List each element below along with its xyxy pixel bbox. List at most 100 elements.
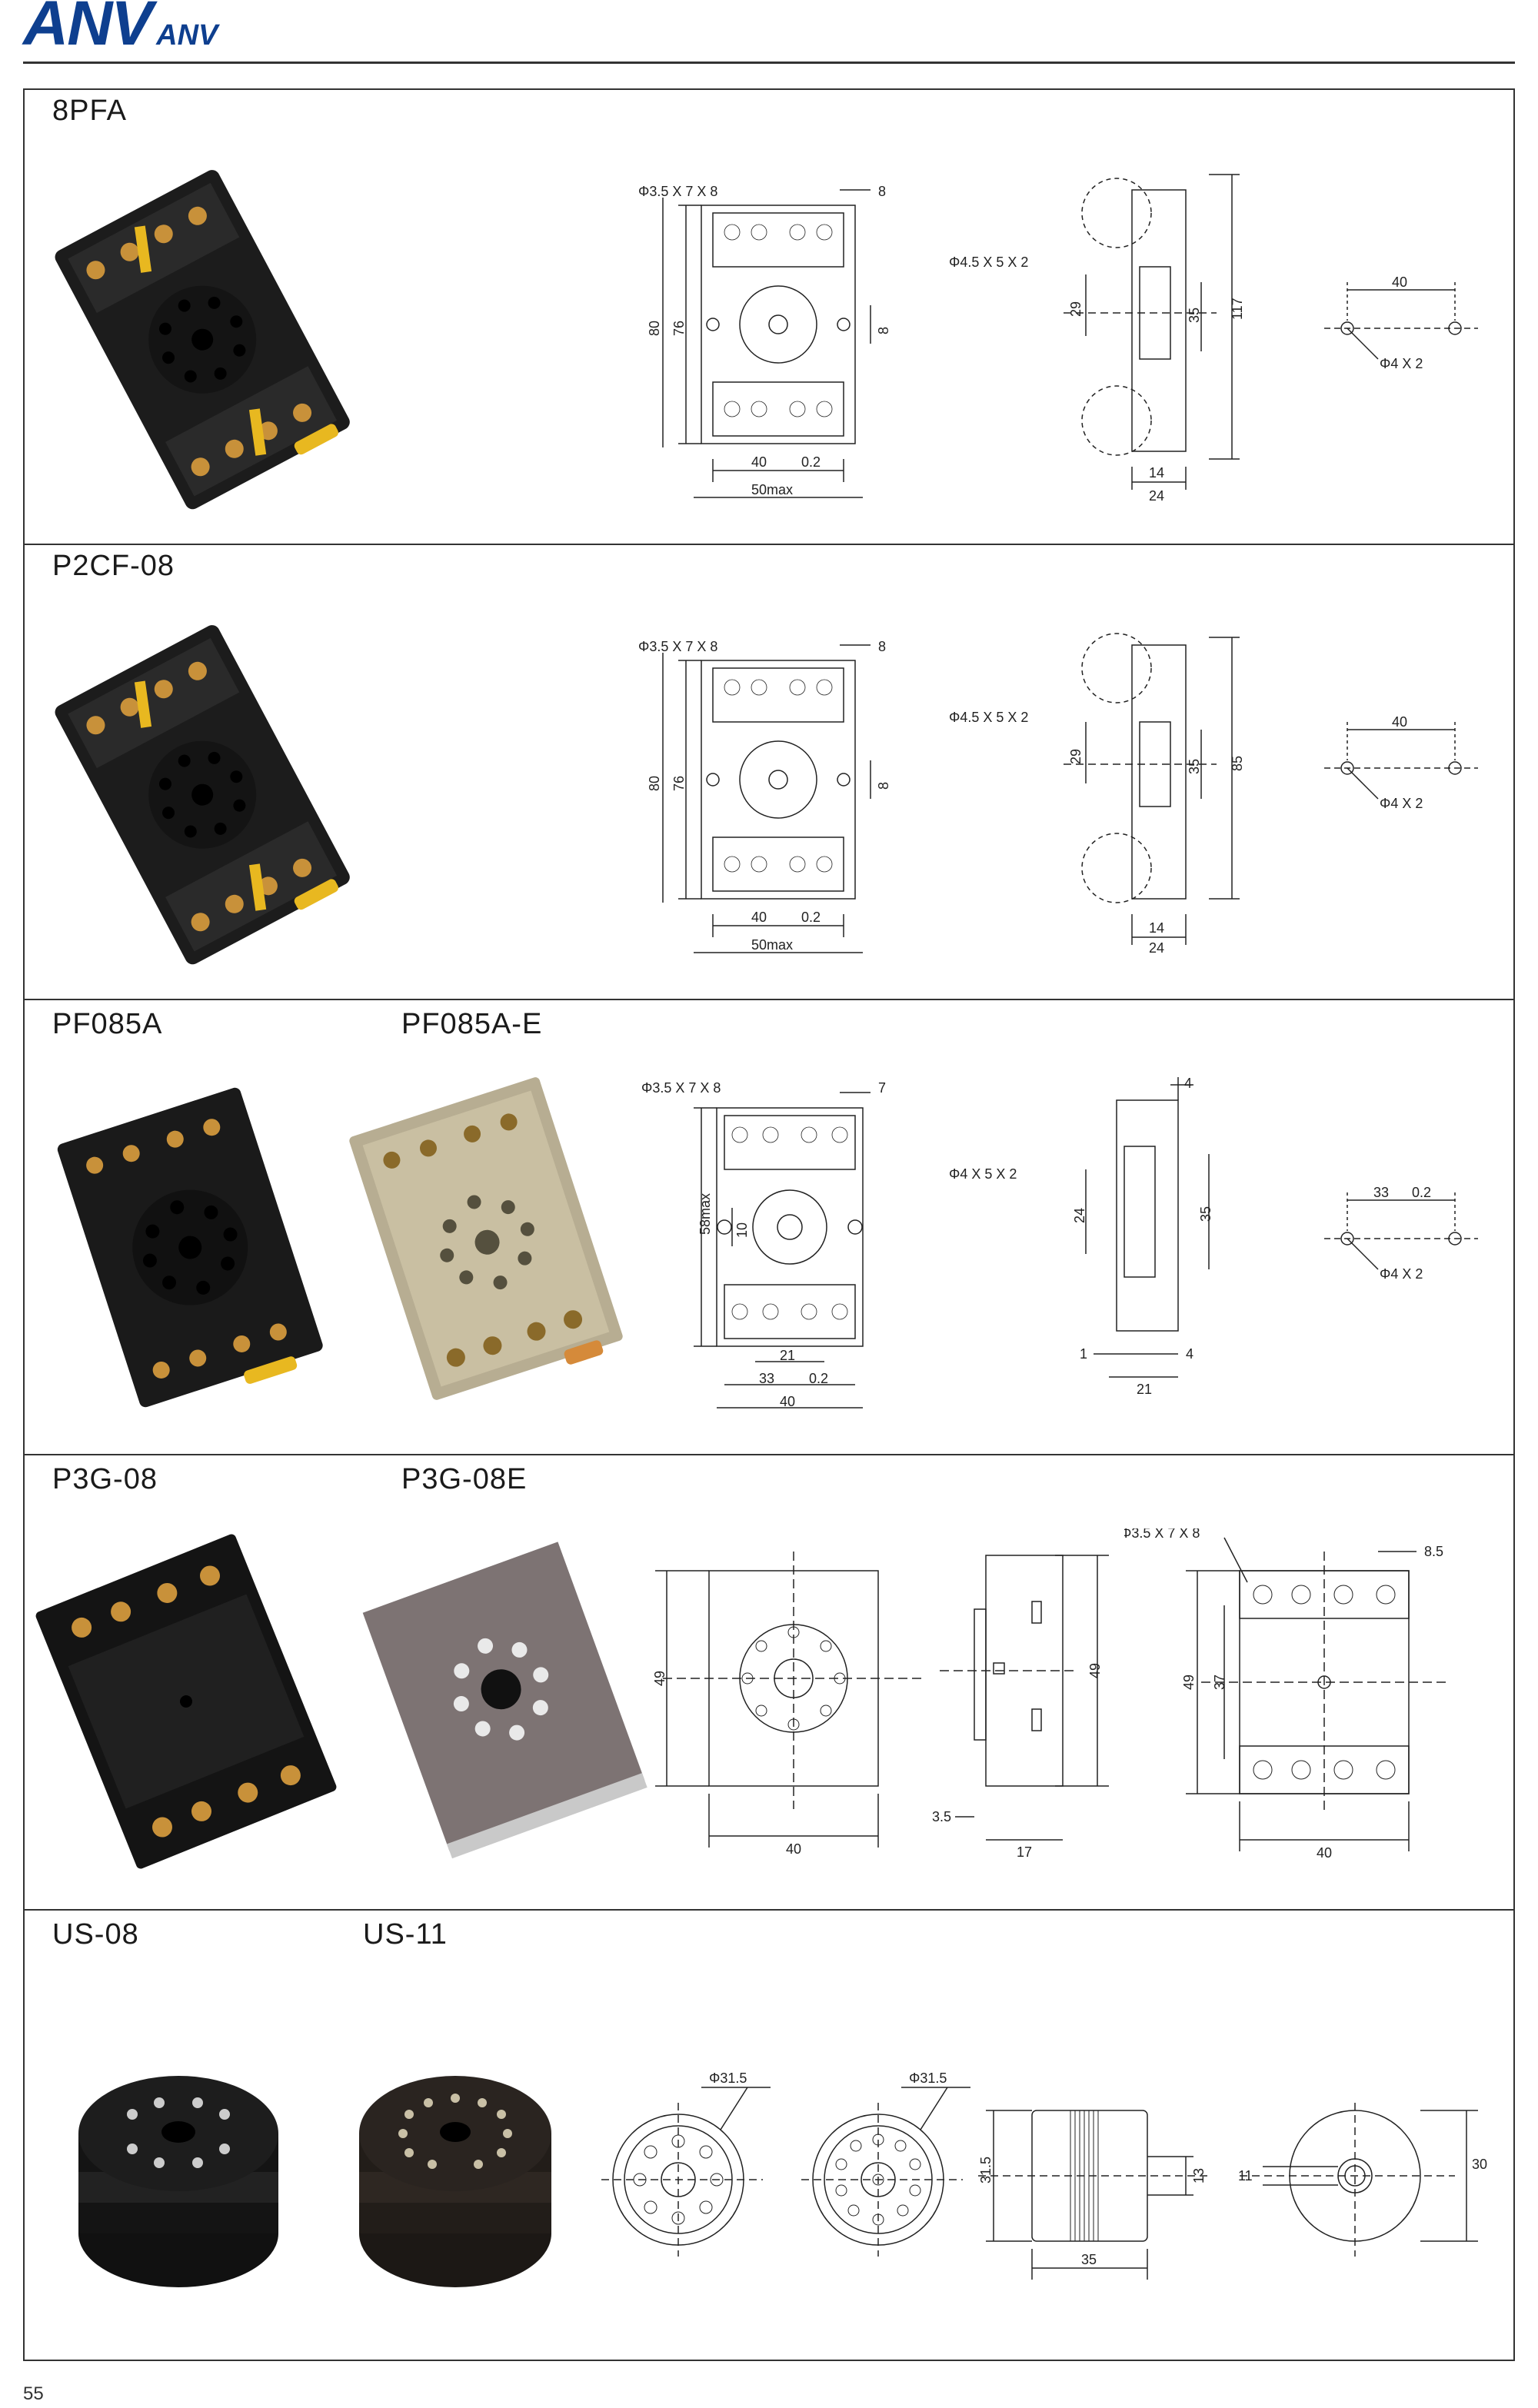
relay-socket-photo — [55, 625, 350, 965]
dim-b: 35 — [1187, 759, 1202, 774]
back-dimension-drawing: Φ3.5 X 7 X 8 8.5 49 37 40 — [1124, 1528, 1447, 1861]
dim-width: 40 — [786, 1841, 801, 1857]
product-section-us-08: US-08 US-11 — [25, 1911, 1513, 2361]
dim-height: 80 — [647, 321, 662, 336]
dim-a: 24 — [1072, 1208, 1087, 1223]
dim-top: 7 — [878, 1080, 886, 1096]
dim-height: 49 — [1087, 1663, 1103, 1678]
front-dimension-drawing: Φ3.5 X 7 X 8 Φ4.5 X 5 X 2 8 80 76 8 40 0… — [638, 639, 1028, 953]
mount-hole: Φ4 X 2 — [1380, 796, 1423, 811]
round-socket-photo-11pin — [359, 2076, 551, 2287]
side-dimension-drawing: 49 3.5 17 — [932, 1555, 1109, 1860]
mounting-hole-drawing: 40 Φ4 X 2 — [1324, 714, 1478, 811]
hole-callout-mount: Φ4.5 X 5 X 2 — [949, 254, 1028, 270]
mount-hole: Φ4 X 2 — [1380, 356, 1423, 371]
hole-callout-terminal: Φ3.5 X 7 X 8 — [1124, 1528, 1200, 1541]
relay-socket-photo — [57, 1087, 323, 1408]
dim-pitch: 40 — [751, 910, 767, 925]
dim-pitch: 8.5 — [1424, 1544, 1443, 1559]
dim-a: 29 — [1068, 301, 1084, 317]
logo-small-text: ANV — [156, 19, 218, 52]
dim-tolerance: 0.2 — [801, 454, 821, 470]
relay-socket-photo-metal — [349, 1077, 623, 1400]
page-number: 55 — [23, 2383, 44, 2404]
dim-inner-pitch: 21 — [780, 1348, 795, 1363]
hole-callout-terminal: Φ3.5 X 7 X 8 — [638, 184, 717, 199]
bottom-view-round-drawing: 11 30 — [1238, 2103, 1487, 2257]
mounting-hole-drawing: 40 Φ4 X 2 — [1324, 274, 1478, 371]
dim-b: 35 — [1198, 1206, 1213, 1222]
front-dimension-drawing: Φ3.5 X 7 X 8 Φ4.5 X 5 X 2 8 80 76 8 40 0… — [638, 184, 1028, 498]
dim-height-inner: 37 — [1212, 1675, 1227, 1690]
dim-height: 49 — [652, 1671, 667, 1686]
dim-width: 40 — [1317, 1845, 1332, 1861]
dim-height: 30 — [1472, 2157, 1487, 2172]
mount-pitch: 40 — [1392, 274, 1407, 290]
product-label-variant: PF085A-E — [401, 1008, 543, 1040]
top-view-11pin-drawing: Φ31.5 — [801, 2070, 970, 2257]
header-rule — [23, 62, 1515, 64]
product-label: PF085A — [52, 1008, 163, 1040]
mount-tolerance: 0.2 — [1412, 1185, 1431, 1200]
side-dimension-drawing: 85 29 35 14 24 — [1064, 633, 1245, 953]
dim-b: 35 — [1187, 308, 1202, 323]
dim-side: 8 — [876, 327, 891, 334]
dim-w1: 14 — [1149, 920, 1164, 936]
front-dimension-drawing: Φ3.5 X 7 X 8 Φ4 X 5 X 2 7 58max 10 21 33… — [641, 1080, 1017, 1409]
product-section-pf085a: PF085A PF085A-E — [25, 1000, 1513, 1455]
dim-left: 1 — [1080, 1346, 1087, 1362]
dim-height: 49 — [1181, 1675, 1197, 1690]
dim-side: 8 — [876, 782, 891, 790]
dim-collar: 13 — [1191, 2168, 1207, 2183]
side-dimension-drawing: 4 24 35 1 4 21 — [1072, 1076, 1213, 1397]
dim-width: 35 — [1081, 2252, 1097, 2267]
mount-pitch: 40 — [1392, 714, 1407, 730]
dim-height-inner: 76 — [671, 321, 687, 336]
dim-offset: 3.5 — [932, 1809, 951, 1824]
dim-top: 8 — [878, 184, 886, 199]
product-label: 8PFA — [52, 95, 127, 127]
dim-height-inner: 76 — [671, 776, 687, 791]
dim-diameter: Φ31.5 — [709, 2070, 747, 2086]
front-dimension-drawing: 49 40 — [652, 1552, 924, 1857]
dim-tolerance: 0.2 — [801, 910, 821, 925]
dim-overall-height: 117 — [1230, 298, 1245, 320]
dim-mid: 10 — [734, 1222, 750, 1238]
product-label-variant: P3G-08E — [401, 1463, 528, 1495]
round-socket-photo-8pin — [78, 2076, 278, 2287]
dim-pitch: 33 — [759, 1371, 774, 1386]
dim-width: 21 — [1137, 1382, 1152, 1397]
dim-height: 80 — [647, 776, 662, 791]
logo-main-text: ANV — [23, 0, 153, 58]
dim-width: 50max — [751, 937, 793, 953]
dim-diameter: Φ31.5 — [909, 2070, 947, 2086]
dim-overall-height: 85 — [1230, 756, 1245, 771]
dim-height: 58max — [697, 1193, 713, 1235]
mounting-hole-drawing: 33 0.2 Φ4 X 2 — [1324, 1185, 1478, 1282]
dim-top: 8 — [878, 639, 886, 654]
dim-a: 29 — [1068, 749, 1084, 764]
top-view-8pin-drawing: Φ31.5 — [601, 2070, 771, 2257]
product-label: P3G-08 — [52, 1463, 158, 1495]
dim-pitch: 40 — [751, 454, 767, 470]
relay-socket-photo-grey — [362, 1542, 647, 1859]
relay-socket-photo — [35, 1534, 337, 1869]
relay-socket-photo — [55, 170, 350, 510]
product-label-variant: US-11 — [363, 1918, 448, 1951]
dim-width: 17 — [1017, 1844, 1032, 1860]
hole-callout-mount: Φ4.5 X 5 X 2 — [949, 710, 1028, 725]
dim-w1: 14 — [1149, 465, 1164, 481]
dim-hole: 11 — [1238, 2168, 1253, 2183]
dim-right: 4 — [1186, 1346, 1193, 1362]
dim-height: 31.5 — [978, 2157, 994, 2183]
mount-hole: Φ4 X 2 — [1380, 1266, 1423, 1282]
dim-top: 4 — [1184, 1076, 1192, 1091]
product-label: P2CF-08 — [52, 550, 175, 582]
hole-callout-terminal: Φ3.5 X 7 X 8 — [641, 1080, 721, 1096]
dim-width: 40 — [780, 1394, 795, 1409]
catalog-frame: 8PFA — [23, 88, 1515, 2361]
dim-width: 50max — [751, 482, 793, 497]
product-label: US-08 — [52, 1918, 139, 1951]
hole-callout-mount: Φ4 X 5 X 2 — [949, 1166, 1017, 1182]
